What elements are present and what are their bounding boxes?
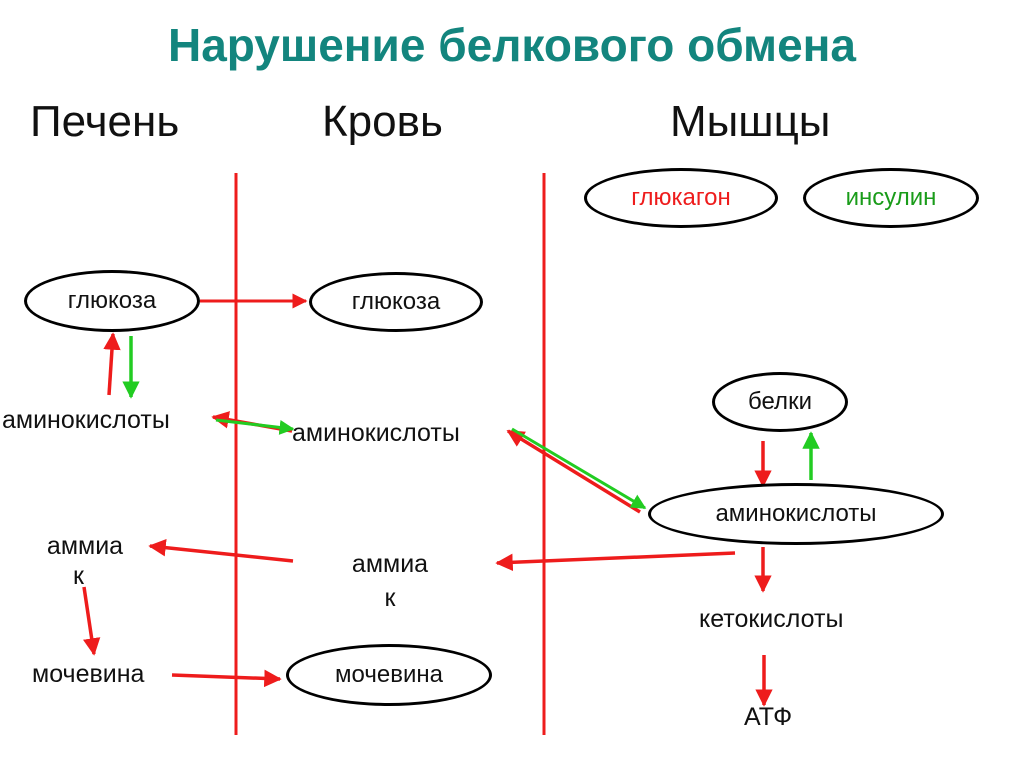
arrow-aminoacids-blood-to-muscles [511, 427, 647, 510]
liver-urea-label: мочевина [32, 660, 145, 688]
liver-aminoacids-label: аминокислоты [2, 406, 170, 434]
blood-aminoacids-label: аминокислоты [292, 419, 460, 447]
blood-glucose-node: глюкоза [309, 272, 483, 332]
arrow-ammonia-blood-to-liver [148, 538, 294, 563]
insulin-node: инсулин [803, 168, 979, 228]
liver-glucose-node: глюкоза [24, 270, 200, 332]
arrow-aminoacids-to-glucose-liver [103, 332, 121, 396]
arrow-aminoacids-liver-to-blood [215, 418, 295, 435]
arrow-urea-to-blood [171, 669, 282, 688]
page-title: Нарушение белкового обмена [167, 19, 857, 71]
blood-ammonia-label: аммиа к [340, 548, 440, 616]
blood-urea-node: мочевина [286, 644, 492, 706]
liver-ammonia-label: аммиа к [37, 531, 133, 591]
muscles-aminoacids-node: аминокислоты [648, 483, 944, 545]
column-header-muscles: Мышцы [670, 97, 831, 146]
glucagon-node: глюкагон [584, 168, 778, 228]
blood-ammonia-line1: аммиа [351, 550, 429, 578]
atp-label: АТФ [744, 703, 793, 731]
arrow-aminoacids-muscles-to-blood [506, 429, 641, 514]
ketoacids-label: кетокислоты [699, 605, 844, 633]
blood-ammonia-line2: к [384, 583, 396, 612]
column-header-blood: Кровь [322, 97, 443, 146]
liver-ammonia-line2: к [73, 562, 84, 590]
arrow-ammonia-to-urea [82, 586, 101, 656]
proteins-node: белки [712, 372, 848, 432]
column-header-liver: Печень [30, 97, 180, 146]
liver-ammonia-line1: аммиа [46, 532, 124, 560]
arrow-ammonia-muscles-to-blood [495, 551, 736, 572]
